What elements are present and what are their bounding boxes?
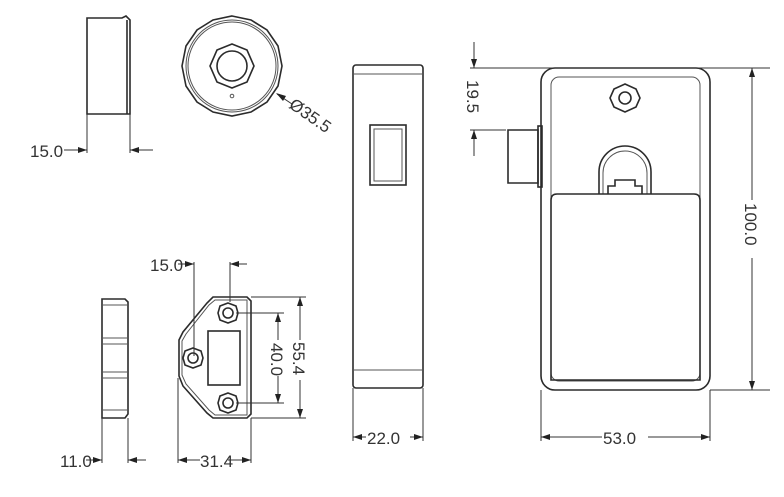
lock-body-front-view: 19.5 100.0 53.0	[463, 42, 770, 448]
plate-height-label: 55.4	[289, 342, 308, 375]
plate-thickness-label: 11.0	[60, 452, 92, 471]
plate-width-label: 31.4	[200, 452, 233, 471]
strike-front-view: 15.0 40.0 55.4 31.4	[150, 256, 308, 471]
hole-spacing-label: 40.0	[267, 343, 286, 376]
body-depth-label: 22.0	[367, 429, 400, 448]
plate-offset-label: 15.0	[150, 256, 183, 275]
body-width-label: 53.0	[603, 429, 636, 448]
body-height-label: 100.0	[741, 203, 760, 246]
knob-diameter-label: Ø35.5	[286, 95, 335, 137]
knob-front-view: Ø35.5	[181, 15, 335, 137]
knob-side-view: 15.0	[30, 15, 153, 161]
lock-body-side-view: 22.0	[352, 64, 424, 448]
strike-side-view: 11.0	[60, 298, 146, 471]
bolt-offset-label: 19.5	[463, 80, 482, 113]
knob-depth-label: 15.0	[30, 142, 63, 161]
